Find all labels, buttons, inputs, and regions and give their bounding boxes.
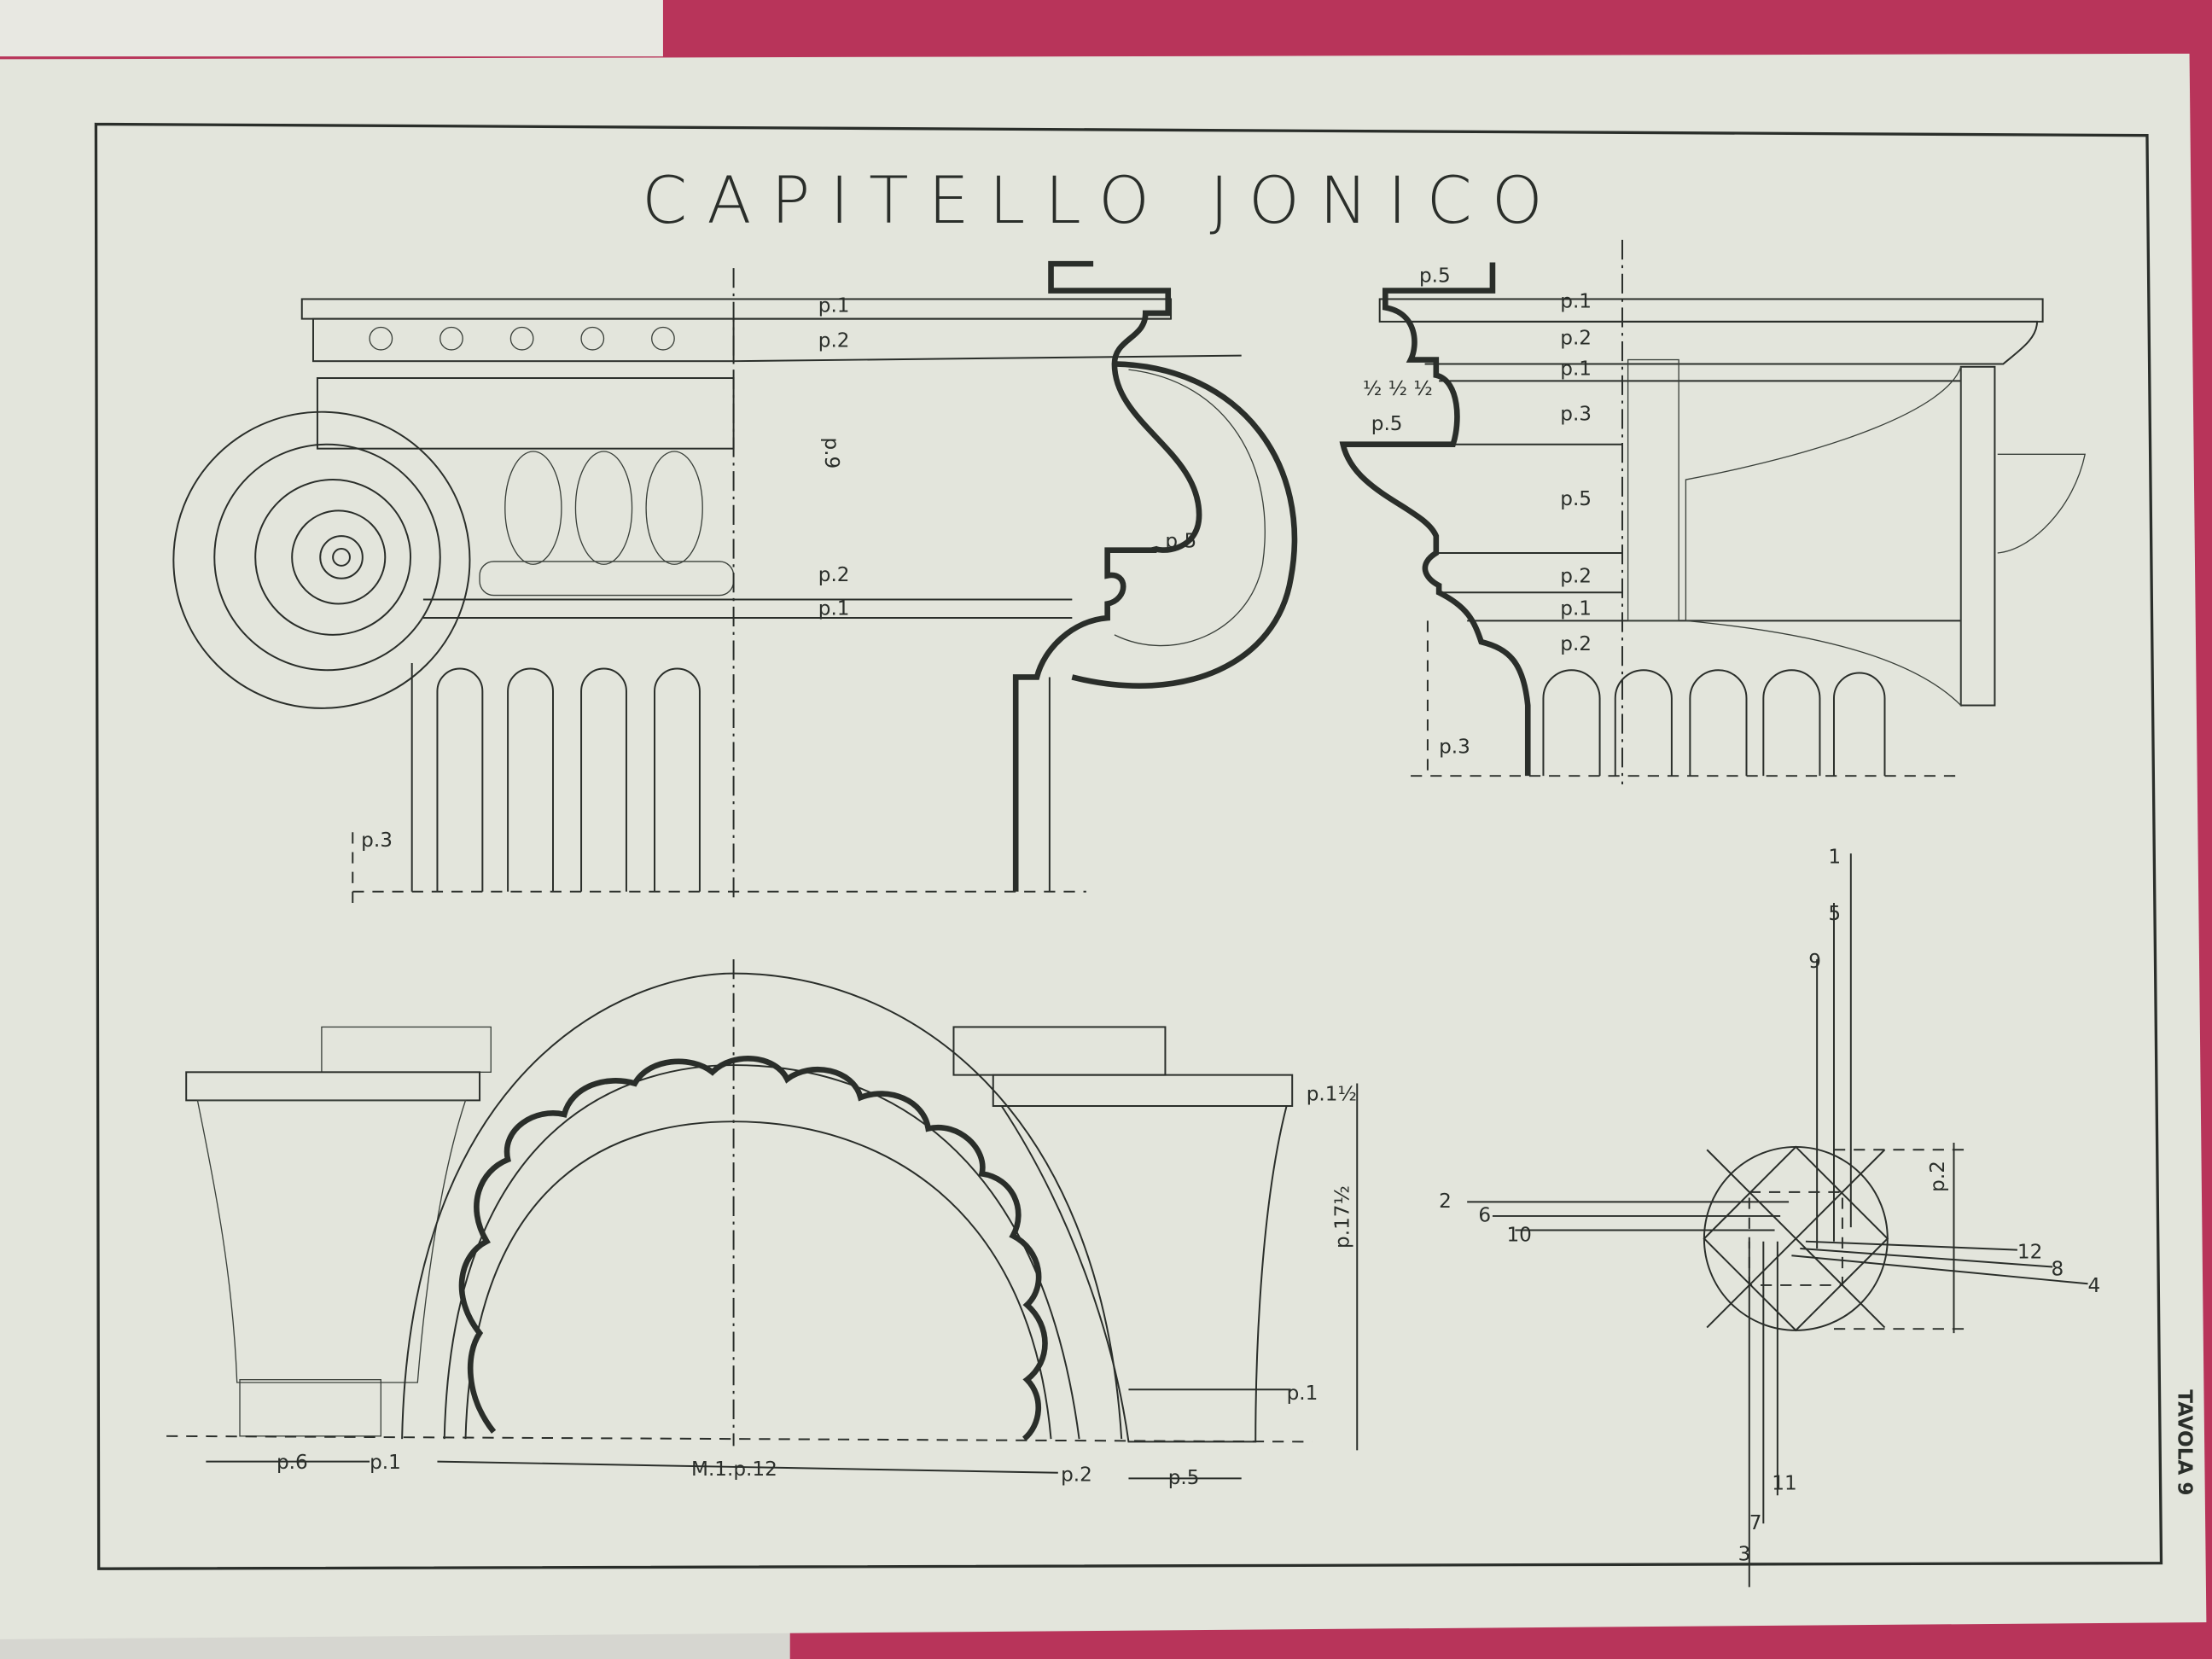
plan-dim-module: M.1.p.12 [691, 1458, 777, 1481]
side-dim-p3: p.3 [1560, 404, 1592, 426]
front-dim-p1-bottom: p.1 [818, 598, 850, 620]
front-dim-p1-top: p.1 [818, 294, 850, 317]
side-dim-p1-c: p.1 [1560, 598, 1592, 620]
front-elevation: p.1 p.2 p.9 p.5 p.2 p.1 p.3 [172, 260, 1298, 903]
plate-number: TAVOLA 9 [2173, 1389, 2195, 1495]
volute-number-5: 5 [1828, 903, 1841, 925]
side-dim-halves: ½ ½ ½ [1363, 378, 1433, 400]
plan-dim-p1-left: p.1 [370, 1452, 401, 1474]
volute-number-12: 12 [2017, 1242, 2042, 1264]
front-dim-p5: p.5 [1165, 530, 1196, 552]
side-elevation: p.5 p.1 p.2 p.1 p.3 p.5 p.2 p.1 p.2 p.5 … [1339, 240, 2087, 785]
side-dim-p5-left: p.5 [1371, 413, 1403, 435]
side-dim-p1-b: p.1 [1560, 358, 1592, 381]
side-dim-p3-bottom: p.3 [1439, 736, 1470, 759]
volute-number-2: 2 [1439, 1190, 1452, 1213]
plan-view: p.1½ p.17½ p.1 p.6 p.1 M.1.p.12 p.2 p.5 [166, 959, 1359, 1489]
front-dim-p3: p.3 [361, 830, 393, 852]
side-dim-p2-c: p.2 [1560, 633, 1592, 655]
front-dim-p2-top: p.2 [818, 330, 850, 352]
front-profile [1012, 260, 1202, 892]
drawing-sheet [0, 53, 2207, 1639]
plan-dim-p5: p.5 [1168, 1467, 1200, 1489]
plan-dim-p6: p.6 [276, 1452, 308, 1474]
plan-dim-p2: p.2 [1061, 1464, 1092, 1487]
side-dim-p1-a: p.1 [1560, 290, 1592, 312]
volute-number-8: 8 [2052, 1258, 2064, 1280]
side-dim-p5-top: p.5 [1419, 265, 1451, 288]
volute-number-6: 6 [1478, 1205, 1491, 1227]
plan-flutes [458, 1056, 1048, 1441]
plan-dim-p1: p.1 [1287, 1382, 1318, 1405]
volute-number-7: 7 [1749, 1512, 1762, 1534]
plate-border [94, 122, 2163, 1570]
volute-construction-diagram: 1 2 3 4 5 6 7 8 9 10 11 12 p.2 [1439, 847, 2100, 1587]
plate-title: CAPITELLO JONICO [642, 162, 1563, 238]
plan-dim-p1-half: p.1½ [1307, 1083, 1357, 1105]
volute [172, 410, 471, 709]
side-profile [1339, 262, 1531, 777]
volute-number-9: 9 [1808, 951, 1821, 973]
front-dim-p9: p.9 [820, 437, 842, 469]
volute-number-11: 11 [1772, 1473, 1796, 1495]
side-dim-p5-mid: p.5 [1560, 488, 1592, 510]
side-dim-p2-b: p.2 [1560, 566, 1592, 588]
volute-dim-p2: p.2 [1927, 1161, 1949, 1192]
plan-dim-p17-half: p.17½ [1331, 1185, 1353, 1249]
front-dim-p2-bottom: p.2 [818, 564, 850, 586]
volute-number-1: 1 [1828, 847, 1841, 869]
side-dim-p2-a: p.2 [1560, 327, 1592, 349]
volute-number-4: 4 [2088, 1275, 2101, 1297]
volute-number-10: 10 [1506, 1225, 1531, 1247]
volute-number-3: 3 [1738, 1543, 1751, 1565]
